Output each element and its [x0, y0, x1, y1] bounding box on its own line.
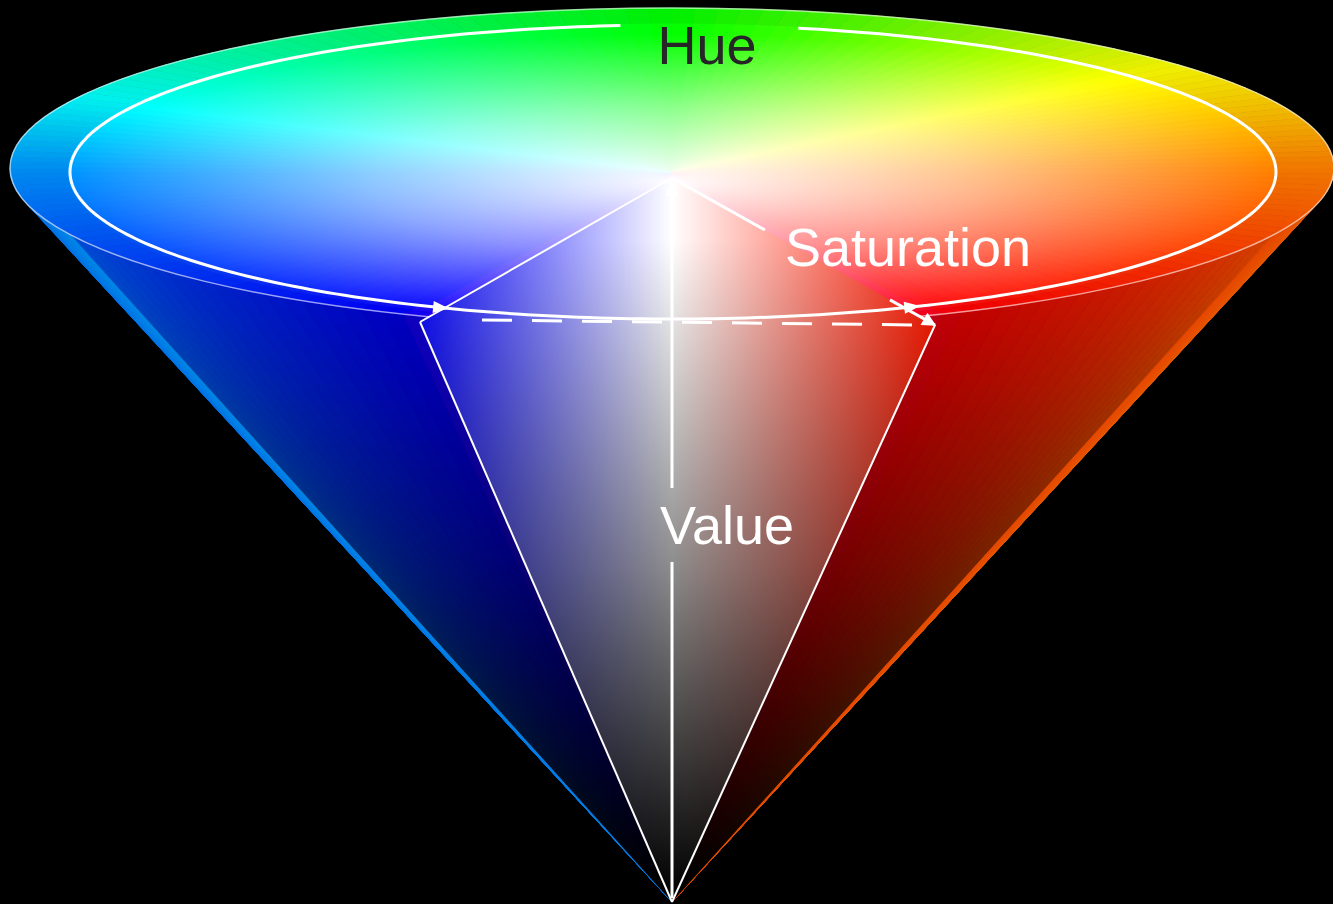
hue-arrowhead [433, 301, 450, 313]
value-label: Value [660, 498, 794, 552]
value-saturation-slice [420, 178, 935, 902]
cone-side [10, 168, 1333, 902]
hue-arrowhead [904, 302, 921, 314]
hue-label: Hue [657, 18, 756, 72]
saturation-label: Saturation [785, 220, 1031, 274]
guide-lines [70, 26, 1276, 902]
